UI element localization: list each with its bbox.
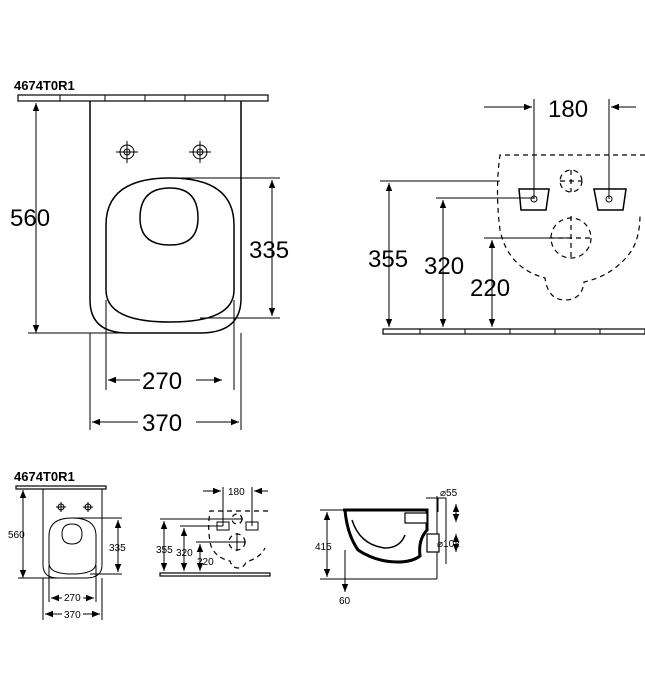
dimension-label: 355 [368,246,408,273]
model-code-label: 4674T0R1 [14,469,75,484]
front-view-small: 4674T0R1 560 335 [8,469,126,621]
fixing-bolt-left-icon [56,502,66,512]
dimension-355: 355 [368,180,500,327]
dimension-label: 180 [228,487,245,498]
bowl-body [343,508,429,564]
dimension-335: 335 [72,517,126,575]
dimension-label: 320 [176,548,193,559]
dimension-label: 370 [64,610,81,621]
dimension-370: 370 [42,578,103,621]
dimension-560: 560 [8,490,60,579]
dimension-415: 415 [315,509,345,577]
inlet-center-icon [231,513,243,525]
wall-view-small: 180 355 320 220 [156,487,271,577]
floor-plate [159,572,271,577]
dimension-355: 355 [156,518,232,571]
dimension-label: 335 [249,237,289,264]
wall-plate [15,485,107,490]
bowl-outline [89,101,242,334]
dimension-270: 270 [105,300,235,395]
fixing-bolt-right-icon [83,502,93,512]
wall-view-large: 180 355 320 220 [368,96,645,335]
outlet-pipe [426,533,440,553]
dimension-560: 560 [10,103,128,334]
inlet-center-icon [559,169,583,193]
front-view-large: 4674T0R1 [10,78,289,437]
dimension-370: 370 [89,333,242,437]
dimension-label: 270 [142,368,182,395]
dimension-label: 220 [470,275,510,302]
dimension-220: 220 [470,237,571,327]
dimension-label: 560 [8,530,25,541]
dimension-label: 320 [424,253,464,280]
inlet-pipe [404,512,428,524]
dimension-320: 320 [424,197,534,327]
bowl-dashed-outline [208,510,268,569]
side-view-small: 415 ⌀55 ⌀102 60 [315,488,460,607]
fixing-bolt-right-icon [189,141,211,163]
dimension-label: 180 [548,96,588,123]
dimension-label: 355 [156,545,173,556]
seat-opening [61,523,83,545]
dimension-label: 60 [339,596,351,607]
dimension-label: 415 [315,542,332,553]
dimension-335: 335 [170,177,289,319]
dimension-320: 320 [176,525,223,571]
seat-outline [48,517,97,575]
fixing-bolt-right-icon [593,188,627,211]
dimension-diameter-55: ⌀55 [437,488,460,522]
dimension-label: 270 [64,593,81,604]
trap-curve [351,519,406,549]
bowl-outline [42,489,103,579]
dimension-270: 270 [48,565,97,604]
dimension-label: 335 [109,543,126,554]
dimension-label: ⌀102 [437,539,460,550]
floor-plate [382,328,645,335]
seat-outline [105,177,235,323]
wall-plate [17,94,269,102]
dimension-label: 370 [142,410,182,437]
fixing-bolt-left-icon [116,141,138,163]
dimension-220: 220 [196,541,237,571]
dimension-60: 60 [339,550,351,607]
seat-opening [139,187,199,246]
dimension-180: 180 [203,487,268,526]
dimension-label: 220 [197,557,214,568]
dimension-label: 560 [10,205,50,232]
dimension-label: ⌀55 [440,488,458,499]
dimension-diameter-102: ⌀102 [437,534,460,552]
dimension-180: 180 [484,96,636,199]
model-code-label: 4674T0R1 [14,78,75,93]
